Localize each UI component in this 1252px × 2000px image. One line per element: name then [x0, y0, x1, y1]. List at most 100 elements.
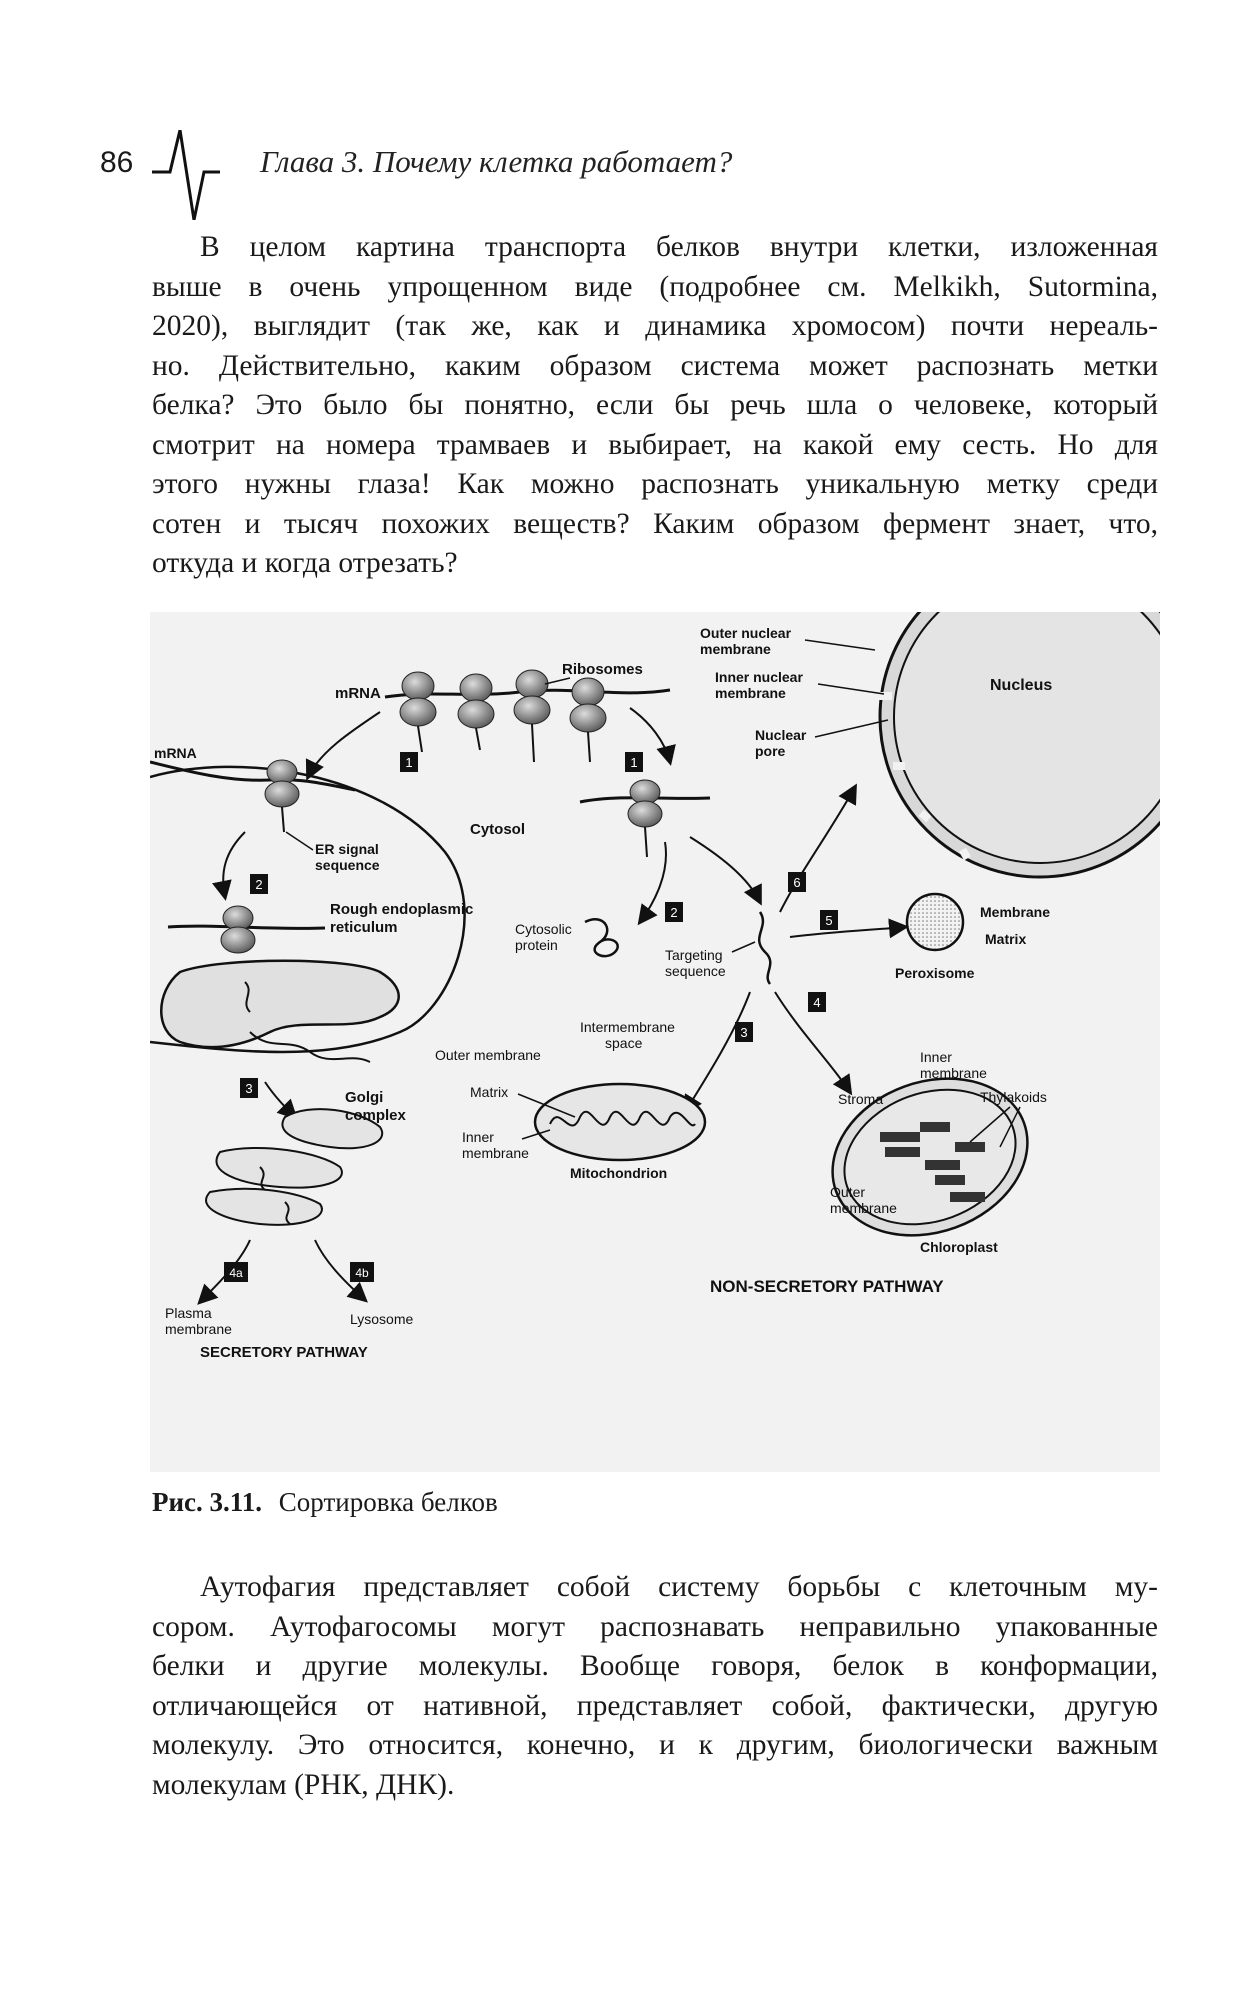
- svg-text:1: 1: [630, 755, 637, 770]
- cytosol-label: Cytosol: [470, 821, 525, 838]
- svg-text:5: 5: [825, 913, 832, 928]
- leader-line: [544, 677, 571, 685]
- chloroplast-label: Chloroplast: [920, 1239, 998, 1255]
- protein-sorting-diagram: Nucleus Outer nuclear membrane Inner nuc…: [150, 612, 1160, 1472]
- arrow: [774, 991, 853, 1096]
- step-marker: 1: [400, 752, 418, 772]
- leader-line: [817, 683, 885, 695]
- targeted-protein: [758, 911, 772, 985]
- chloro-inner-membrane-label: Inner: [920, 1049, 952, 1065]
- svg-text:3: 3: [740, 1025, 747, 1040]
- leader-line: [731, 941, 756, 953]
- ribosome: [222, 905, 254, 931]
- chloro-outer-membrane-label: membrane: [830, 1200, 897, 1216]
- page-number: 86: [100, 146, 134, 179]
- er-signal-label: sequence: [315, 857, 380, 873]
- inner-nuclear-membrane-label: Inner nuclear: [715, 669, 803, 685]
- polypeptide: [281, 806, 285, 833]
- mitochondrion: [533, 1082, 707, 1162]
- nuclear-pore-label: pore: [755, 743, 786, 759]
- leader-line: [285, 831, 314, 851]
- running-head: Глава 3. Почему клетка работает?: [260, 144, 733, 179]
- ribosome: [629, 779, 661, 805]
- ribosome: [627, 800, 663, 828]
- leader-line: [804, 639, 876, 651]
- figure-caption-text: Сортировка белков: [278, 1487, 498, 1517]
- golgi-label: Golgi: [345, 1089, 383, 1106]
- rough-er: [160, 959, 400, 1049]
- svg-text:3: 3: [245, 1081, 252, 1096]
- step-marker: 4: [808, 992, 826, 1012]
- cytosolic-protein-label: Cytosolic: [515, 921, 572, 937]
- cytosolic-protein: [584, 918, 619, 958]
- chloro-inner-membrane-label: membrane: [920, 1065, 987, 1081]
- mito-outer-membrane-label: Outer membrane: [435, 1047, 541, 1063]
- stroma-label: Stroma: [838, 1091, 883, 1107]
- nucleus-label: Nucleus: [990, 677, 1052, 694]
- paragraph-line: молекулам (РНК, ДНК).: [152, 1768, 455, 1801]
- thylakoids-label: Thylakoids: [980, 1089, 1047, 1105]
- mrna-top-label: mRNA: [335, 685, 381, 702]
- er-signal-label: ER signal: [315, 841, 379, 857]
- secretory-pathway-label: SECRETORY PATHWAY: [200, 1344, 368, 1361]
- figure-caption: Рис. 3.11. Сортировка белков: [152, 1487, 498, 1518]
- leader-line: [521, 1129, 551, 1140]
- arrow: [689, 836, 762, 906]
- paragraph-line: 2020), выглядит (так же, как и динамика …: [152, 310, 1158, 342]
- paragraph-line: белки и другие молекулы. Вообще говоря, …: [152, 1650, 1158, 1682]
- protein-chain: [249, 1031, 371, 1063]
- golgi-complex: [205, 1108, 384, 1226]
- ribosome: [266, 759, 298, 785]
- ribosomes-label: Ribosomes: [562, 661, 643, 678]
- targeting-sequence-label: sequence: [665, 963, 726, 979]
- mito-matrix-label: Matrix: [470, 1084, 508, 1100]
- step-marker: 3: [735, 1022, 753, 1042]
- inner-nuclear-membrane-label: membrane: [715, 685, 786, 701]
- svg-text:4a: 4a: [229, 1266, 243, 1280]
- paragraph-1: В целом картина транспорта белков внутри…: [152, 228, 1158, 584]
- step-marker: 2: [665, 902, 683, 922]
- paragraph-line: молекулу. Это относится, конечно, и к др…: [152, 1729, 1158, 1761]
- paragraph-line: смотрит на номера трамваев и выбирает, н…: [152, 428, 1158, 461]
- protein-sorting-figure: Nucleus Outer nuclear membrane Inner nuc…: [150, 612, 1160, 1472]
- page-header: 86 Глава 3. Почему клетка работает?: [100, 130, 1160, 220]
- nuclear-pore-label: Nuclear: [755, 727, 807, 743]
- svg-text:1: 1: [405, 755, 412, 770]
- paragraph-line: сором. Аутофагосомы могут распознавать н…: [152, 1610, 1158, 1643]
- arrow: [789, 918, 909, 939]
- arrow: [682, 991, 751, 1116]
- step-marker: 4a: [224, 1262, 248, 1282]
- lysosome-label: Lysosome: [350, 1311, 414, 1327]
- leader-line: [814, 719, 889, 738]
- svg-text:2: 2: [670, 905, 677, 920]
- intermembrane-space-label: Intermembrane: [580, 1019, 675, 1035]
- targeting-sequence-label: Targeting: [665, 947, 723, 963]
- svg-text:4: 4: [813, 995, 820, 1010]
- arrow: [212, 831, 246, 901]
- paragraph-line: этого нужны глаза! Как можно распознать …: [152, 468, 1158, 500]
- paragraph-line: В целом картина транспорта белков внутри…: [200, 231, 1158, 263]
- mito-inner-membrane-label: membrane: [462, 1145, 529, 1161]
- arrow: [629, 707, 676, 766]
- paragraph-line: откуда и когда отрезать?: [152, 547, 458, 579]
- step-marker: 4b: [350, 1262, 374, 1282]
- paragraph-line: Аутофагия представляет собой систему бор…: [200, 1571, 1158, 1603]
- mrna-strand: [150, 760, 356, 792]
- non-secretory-pathway-label: NON-SECRETORY PATHWAY: [710, 1277, 944, 1296]
- mito-inner-membrane-label: Inner: [462, 1129, 494, 1145]
- ribosome: [264, 780, 300, 808]
- plasma-membrane-label: membrane: [165, 1321, 232, 1337]
- step-marker: 2: [250, 874, 268, 894]
- figure-number: Рис. 3.11.: [152, 1487, 263, 1517]
- peroxisome: [905, 892, 965, 952]
- chloroplast: [831, 1077, 1029, 1237]
- polysome: [384, 669, 671, 763]
- peroxisome-matrix-label: Matrix: [985, 931, 1026, 947]
- leader-line: [517, 1093, 576, 1118]
- golgi-label: complex: [345, 1107, 407, 1124]
- cytosolic-protein-label: protein: [515, 937, 558, 953]
- paragraph-line: белка? Это было бы понятно, если бы речь…: [152, 389, 1158, 421]
- mrna-left-label: mRNA: [154, 745, 197, 761]
- paragraph-line: но. Действительно, каким образом система…: [152, 349, 1158, 382]
